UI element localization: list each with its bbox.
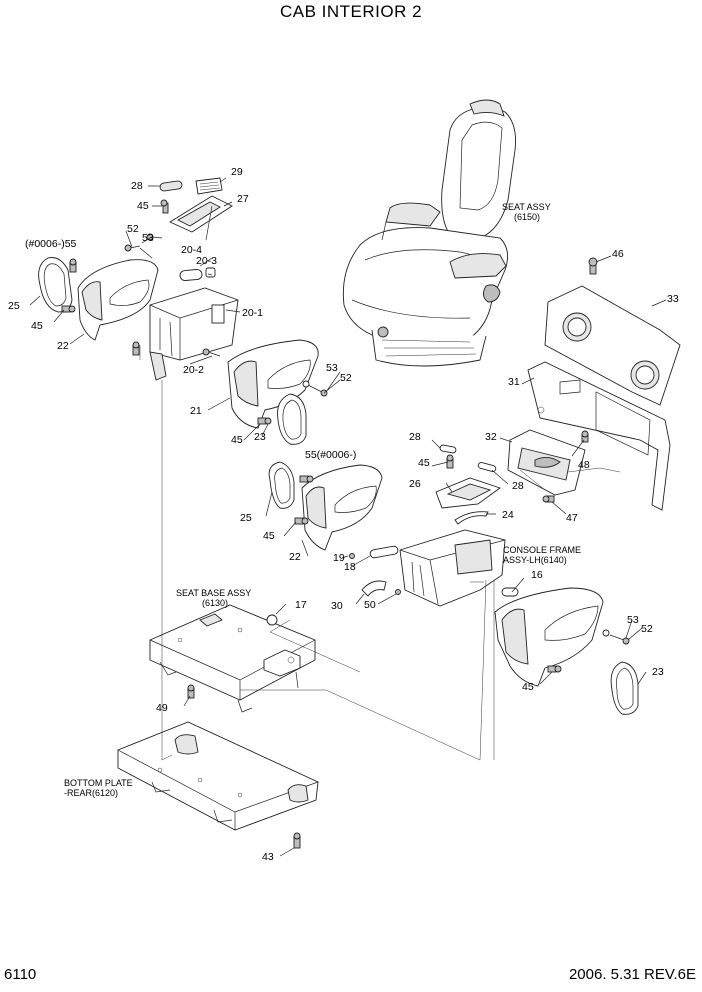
callout-20-1: 20-1 xyxy=(242,307,264,319)
callout-26: 26 xyxy=(409,478,421,490)
callout-32: 32 xyxy=(485,431,497,443)
callout-33: 33 xyxy=(667,293,679,305)
callout-17: 17 xyxy=(295,599,307,611)
callout-20-2: 20-2 xyxy=(183,364,205,376)
callout-53: 53 xyxy=(326,362,338,374)
callout-16: 16 xyxy=(531,569,543,581)
callout-50: 50 xyxy=(364,599,376,611)
seat-assembly-drawing xyxy=(342,99,516,367)
callout-20-3: 20-3 xyxy=(196,255,218,267)
callout-27: 27 xyxy=(237,193,249,205)
seat-assy-label: SEAT ASSY (6150) xyxy=(502,202,551,222)
console-frame-code: ASSY-LH(6140) xyxy=(503,555,567,565)
seat-base-name: SEAT BASE ASSY xyxy=(176,588,252,598)
callout-52: 52 xyxy=(340,372,352,384)
leader-lines xyxy=(29,177,667,857)
bottom-plate-rear xyxy=(117,721,319,849)
callout-55-late: 55(#0006-) xyxy=(305,449,357,461)
callout-29: 29 xyxy=(231,166,243,178)
seat-base-plate xyxy=(149,604,316,713)
callout-52: 52 xyxy=(127,223,139,235)
callout-19: 19 xyxy=(333,552,345,564)
callout-18: 18 xyxy=(344,561,356,573)
callout-45: 45 xyxy=(31,320,43,332)
seat-base-label: SEAT BASE ASSY (6130) xyxy=(176,588,251,608)
callout-25: 25 xyxy=(8,300,20,312)
callout-31: 31 xyxy=(508,376,520,388)
callout-43: 43 xyxy=(262,851,274,863)
seat-assy-code: (6150) xyxy=(514,212,541,222)
lower-right-cover xyxy=(494,587,639,715)
callout-22: 22 xyxy=(57,340,69,352)
callout-21: 21 xyxy=(190,405,202,417)
revision-date: 2006. 5.31 REV.6E xyxy=(568,966,696,983)
callout-45: 45 xyxy=(522,681,534,693)
callout-46: 46 xyxy=(612,248,624,260)
callout-25: 25 xyxy=(240,512,252,524)
right-console-frame xyxy=(268,444,519,607)
callout-45: 45 xyxy=(263,530,275,542)
callout-28: 28 xyxy=(131,180,143,192)
callout-30: 30 xyxy=(331,600,343,612)
center-left-cover xyxy=(227,339,328,445)
callout-23: 23 xyxy=(652,666,664,678)
bottom-plate-label: BOTTOM PLATE -REAR(6120) xyxy=(64,778,133,798)
callout-47: 47 xyxy=(566,512,578,524)
callout-45: 45 xyxy=(137,200,149,212)
right-side-panel xyxy=(507,257,681,511)
callout-45: 45 xyxy=(418,457,430,469)
bottom-plate-name: BOTTOM PLATE xyxy=(64,778,133,788)
callout-48: 48 xyxy=(578,459,590,471)
callout-20-4: 20-4 xyxy=(181,244,203,256)
console-frame-name: CONSOLE FRAME xyxy=(503,545,582,555)
callout-24: 24 xyxy=(502,509,514,521)
seat-base-code: (6130) xyxy=(202,598,229,608)
seat-assy-name: SEAT ASSY xyxy=(502,202,551,212)
callout-23: 23 xyxy=(254,431,266,443)
left-console-covers xyxy=(38,257,159,341)
callout-45: 45 xyxy=(231,434,243,446)
callout-53: 53 xyxy=(142,232,154,244)
callout-28: 28 xyxy=(409,431,421,443)
page-title: CAB INTERIOR 2 xyxy=(279,2,423,21)
callout-53: 53 xyxy=(627,614,639,626)
callout-49: 49 xyxy=(156,702,168,714)
callout-22: 22 xyxy=(289,551,301,563)
left-frame-bracket xyxy=(132,287,239,381)
callout-55-early: (#0006-)55 xyxy=(25,238,77,250)
console-frame-label: CONSOLE FRAME ASSY-LH(6140) xyxy=(503,545,581,565)
callout-28: 28 xyxy=(512,480,524,492)
callout-52: 52 xyxy=(641,623,653,635)
top-small-parts xyxy=(124,177,233,281)
bottom-plate-code: -REAR(6120) xyxy=(64,788,119,798)
page-number: 6110 xyxy=(4,966,37,983)
